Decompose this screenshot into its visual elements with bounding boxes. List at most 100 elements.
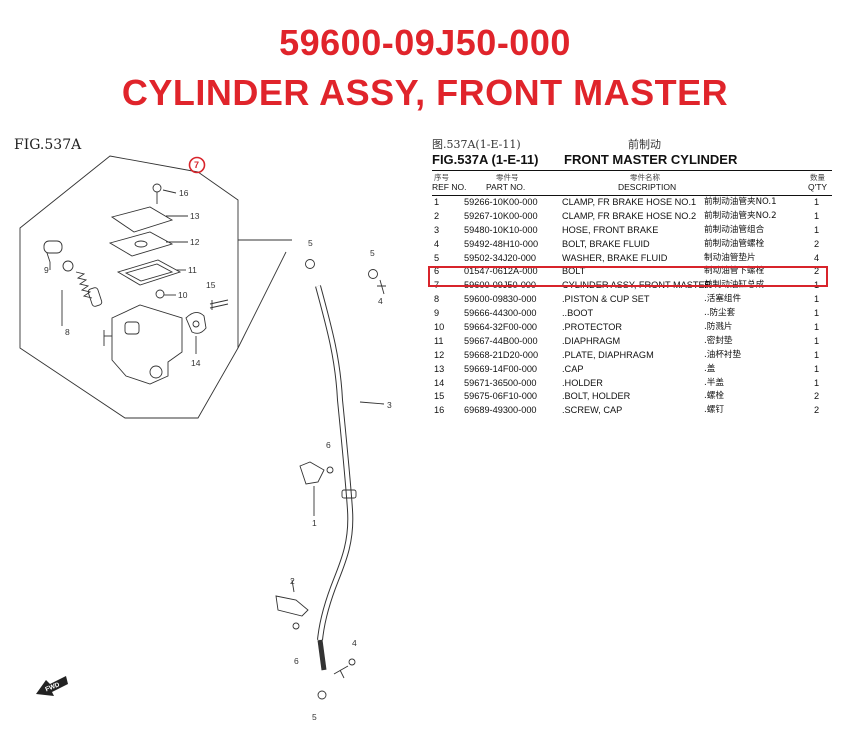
callout-12: 12	[190, 237, 200, 247]
row-part-no: 01547-0612A-000	[464, 266, 538, 277]
row-quantity: 1	[814, 224, 820, 235]
table-title-en: FRONT MASTER CYLINDER	[564, 152, 738, 167]
callout-7: 7	[194, 160, 199, 170]
row-quantity: 1	[814, 308, 820, 319]
row-ref-no: 1	[434, 197, 440, 207]
row-description: .BOLT, HOLDER	[562, 391, 631, 402]
row-quantity: 2	[814, 238, 820, 249]
part-name-title: CYLINDER ASSY, FRONT MASTER	[121, 72, 729, 113]
row-ref-no: 4	[434, 238, 440, 249]
row-quantity: 2	[814, 266, 820, 277]
row-part-no: 59669-14F00-000	[464, 363, 538, 374]
callout-6-upper: 6	[326, 440, 331, 450]
col-desc-cn: 零件名称	[630, 173, 660, 182]
row-part-no: 59502-34J20-000	[464, 252, 537, 263]
callout-circle-7	[188, 156, 206, 174]
callout-16: 16	[179, 188, 189, 198]
assembly-outline	[19, 155, 239, 419]
table-header-cn: 图.537A(1-E-11) 前制动	[432, 136, 832, 152]
row-description: CLAMP, FR BRAKE HOSE NO.2	[562, 210, 697, 221]
row-ref-no: 9	[434, 308, 440, 319]
callout-10: 10	[178, 290, 188, 300]
row-quantity: 2	[814, 391, 820, 402]
callout-15: 15	[206, 280, 216, 290]
table-row: 3 59480-10K10-000 HOSE, FRONT BRAKE 前制动油管组合…	[432, 224, 832, 238]
callout-8: 8	[65, 327, 70, 337]
row-description-cn: 前制动油管夹NO.2	[704, 210, 777, 221]
row-quantity: 1	[814, 294, 820, 305]
row-ref-no: 2	[434, 210, 440, 221]
hose-clamp-2-part	[275, 579, 309, 630]
row-part-no: 59267-10K00-000	[464, 210, 538, 221]
row-quantity: 4	[814, 252, 820, 263]
callout-14: 14	[191, 358, 201, 368]
row-quantity: 1	[814, 210, 820, 221]
callout-4-lower: 4	[352, 638, 357, 648]
row-description-cn: ..防尘套	[704, 308, 736, 319]
master-cylinder-body-part	[103, 304, 183, 385]
row-description: HOSE, FRONT BRAKE	[562, 224, 659, 235]
row-quantity: 1	[814, 377, 820, 388]
holder-bolt-part	[209, 299, 229, 310]
table-title-cn: 前制动	[628, 138, 661, 151]
col-ref-cn: 序号	[434, 173, 449, 182]
row-description-cn: .防溅片	[704, 322, 733, 333]
row-description: .HOLDER	[562, 377, 603, 388]
row-ref-no: 14	[434, 377, 445, 388]
column-headers: 序号 REF NO. 零件号 PART NO. 零件名称 DESCRIPTION…	[432, 170, 832, 196]
row-part-no: 59671-36500-000	[464, 377, 537, 388]
table-row: 2 59267-10K00-000 CLAMP, FR BRAKE HOSE NO.…	[432, 210, 832, 224]
row-description-cn: .盖	[704, 363, 716, 374]
row-description: .PLATE, DIAPHRAGM	[562, 349, 654, 360]
row-ref-no: 16	[434, 405, 445, 416]
row-quantity: 1	[814, 322, 820, 333]
row-description-cn: 制动油管下螺栓	[704, 266, 765, 277]
row-description: .DIAPHRAGM	[562, 335, 621, 346]
row-ref-no: 3	[434, 224, 440, 235]
row-description: .PROTECTOR	[562, 322, 623, 333]
row-description-cn: .油杯衬垫	[704, 349, 742, 360]
row-quantity: 2	[814, 405, 820, 416]
table-row: 1 59266-10K00-000 CLAMP, FR BRAKE HOSE NO.…	[432, 196, 832, 210]
col-desc-en: DESCRIPTION	[618, 182, 677, 192]
row-part-no: 59667-44B00-000	[464, 335, 538, 346]
row-quantity: 1	[814, 197, 820, 207]
figure-label: FIG.537A	[14, 137, 82, 153]
callout-5-lower: 5	[312, 712, 317, 722]
figure-cn-label: 图.537A(1-E-11)	[432, 138, 521, 151]
lower-bolt-part	[333, 658, 356, 679]
callout-5-top-right: 5	[370, 248, 375, 258]
callout-2: 2	[290, 576, 295, 586]
callout-11: 11	[188, 265, 197, 275]
row-part-no: 59480-10K10-000	[464, 224, 538, 235]
row-description-cn: .螺钉	[704, 405, 724, 416]
callout-5-top-left: 5	[308, 238, 313, 248]
row-part-no: 59668-21D20-000	[464, 349, 539, 360]
row-description: BOLT, BRAKE FLUID	[562, 238, 650, 249]
row-description: .SCREW, CAP	[562, 405, 623, 416]
table-header-en: FIG.537A (1-E-11) FRONT MASTER CYLINDER	[432, 152, 832, 168]
row-quantity: 1	[814, 349, 820, 360]
front-brake-hose-part	[305, 259, 386, 700]
exploded-parts-diagram: 7 16 13 12 11 10 15 14 9 8 5 5 4 3 6 1 2…	[19, 155, 392, 722]
row-description: WASHER, BRAKE FLUID	[562, 252, 668, 263]
row-description: ..BOOT	[562, 308, 594, 319]
row-description: CLAMP, FR BRAKE HOSE NO.1	[562, 197, 697, 207]
row-part-no: 59675-06F10-000	[464, 391, 538, 402]
row-description-cn: 前制动油管组合	[704, 224, 765, 235]
row-part-no: 59266-10K00-000	[464, 197, 538, 207]
row-ref-no: 6	[434, 266, 440, 277]
row-ref-no: 15	[434, 391, 445, 402]
parts-table: 图.537A(1-E-11) 前制动 FIG.537A (1-E-11) FRO…	[432, 136, 832, 418]
